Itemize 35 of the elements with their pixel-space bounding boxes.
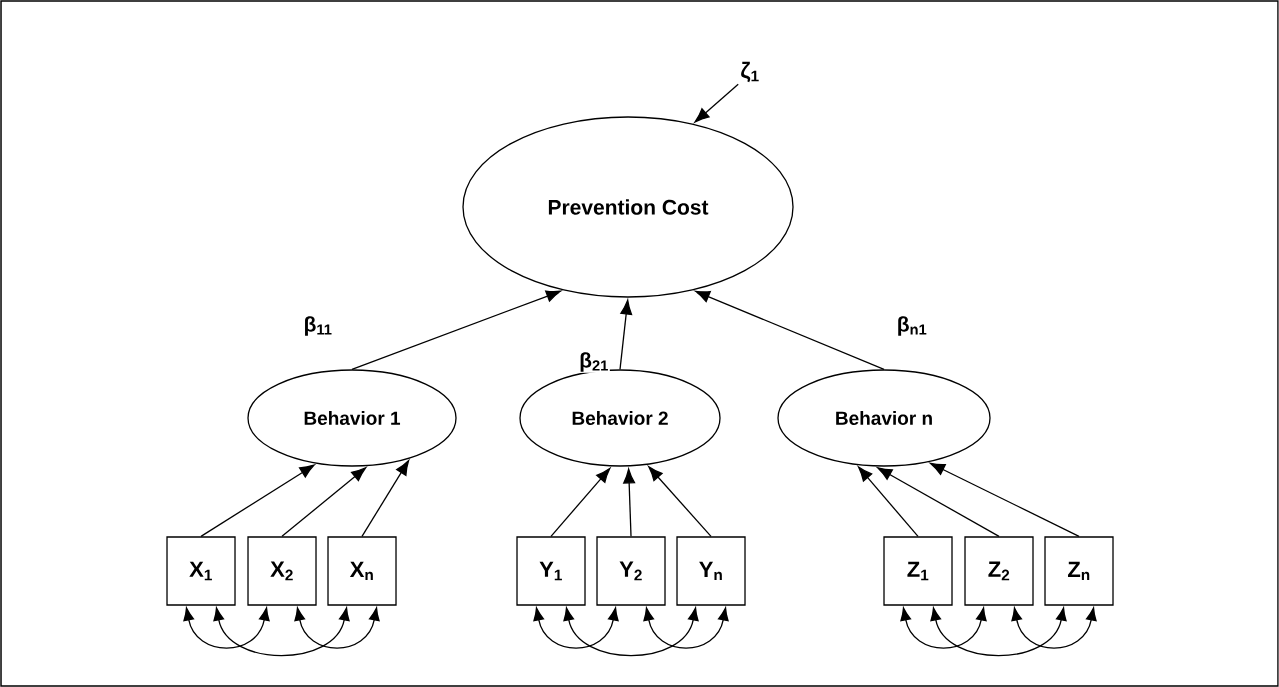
covariance-arrow — [213, 607, 350, 657]
indicator-box: X$_{2}$ — [247, 536, 317, 606]
arrow — [200, 464, 315, 537]
arrow — [857, 466, 919, 537]
covariance-arrow — [930, 607, 1067, 657]
edge-label: β$_{n1}$ — [895, 315, 929, 337]
arrow — [694, 290, 885, 370]
edge-label: β$_{11}$ — [302, 315, 334, 337]
indicator-box: Z$_{1}$ — [883, 536, 953, 606]
indicator-box: Y$_{2}$ — [596, 536, 666, 606]
arrow — [281, 467, 367, 537]
indicator-box: Z$_{2}$ — [964, 536, 1034, 606]
covariance-arrow — [183, 607, 270, 649]
covariance-arrow — [563, 607, 699, 657]
error-term: ζ$_{1}$ — [741, 61, 759, 83]
arrow — [361, 460, 410, 537]
indicator-box: X$_{1}$ — [166, 536, 236, 606]
arrow — [619, 299, 633, 370]
indicator-box: Y$_{1}$ — [516, 536, 586, 606]
edge-label: β$_{21}$ — [578, 351, 610, 373]
arrow — [351, 290, 562, 370]
covariance-arrow — [294, 607, 380, 649]
covariance-arrow — [1011, 607, 1097, 649]
arrow — [623, 468, 636, 537]
indicator-box: Z$_{n}$ — [1044, 536, 1114, 606]
arrow — [930, 462, 1080, 537]
indicator-box: X$_{n}$ — [327, 536, 397, 606]
indicator-box: Y$_{n}$ — [676, 536, 746, 606]
covariance-arrow — [533, 607, 619, 649]
covariance-arrow — [643, 607, 729, 649]
arrow — [877, 467, 1000, 537]
arrow — [550, 467, 611, 537]
arrow — [694, 83, 739, 123]
arrow — [648, 466, 712, 537]
covariance-arrow — [900, 607, 987, 649]
